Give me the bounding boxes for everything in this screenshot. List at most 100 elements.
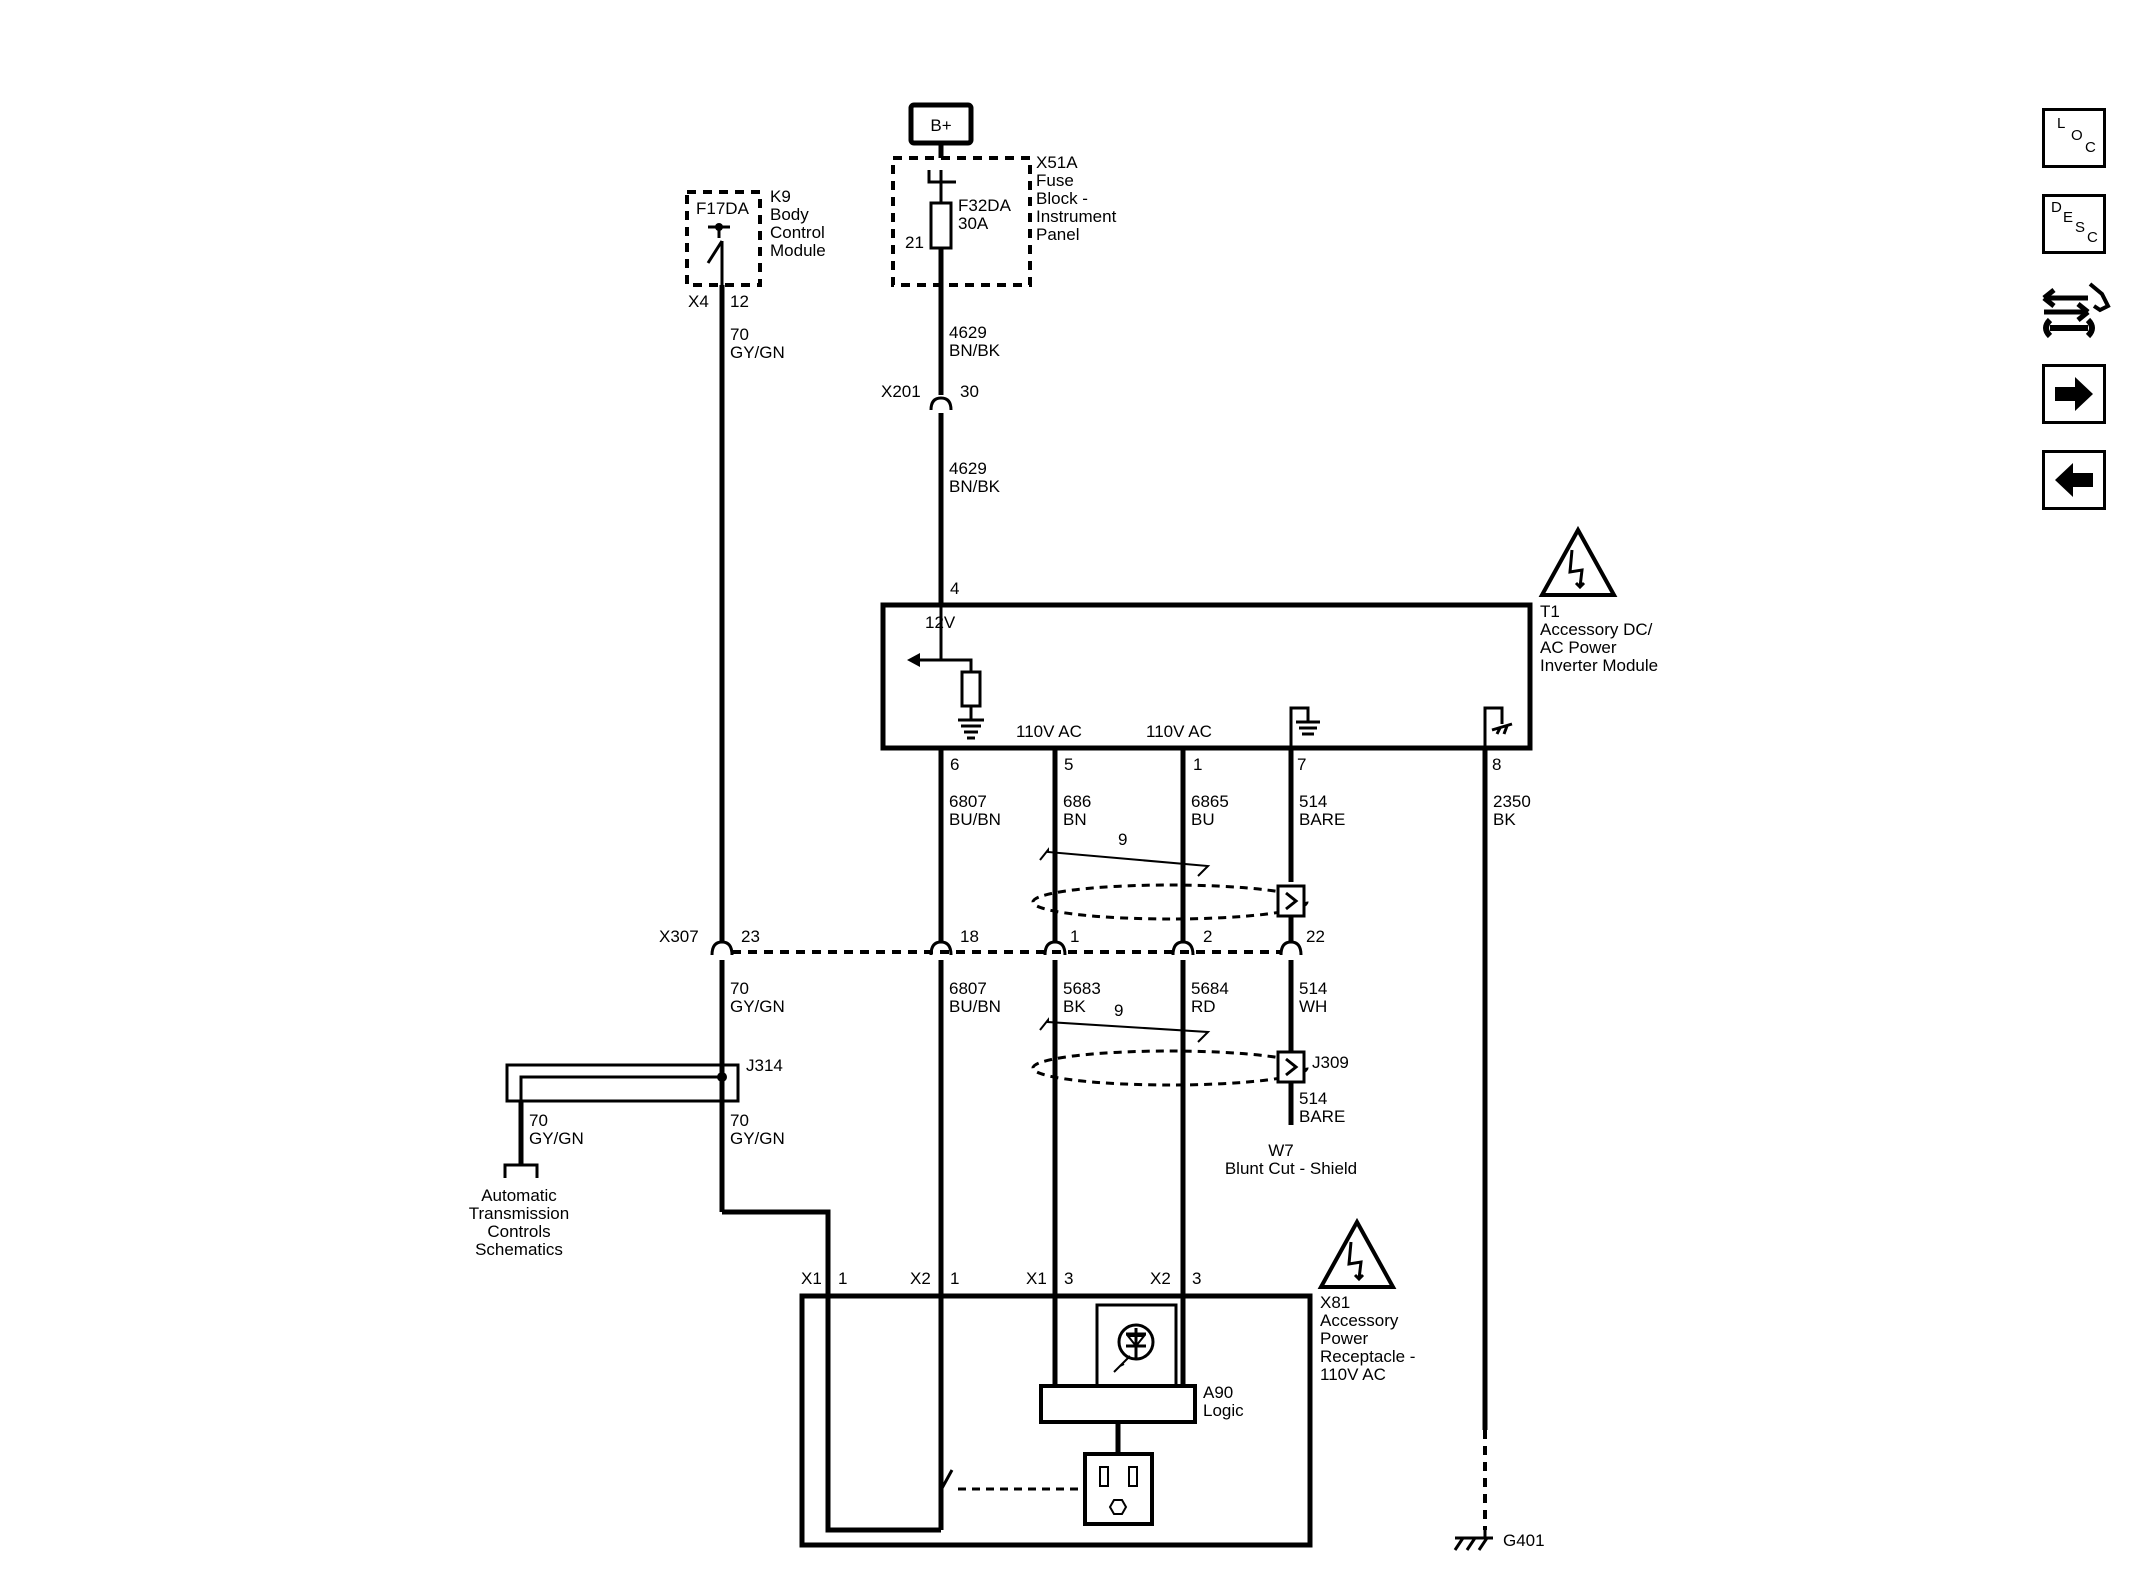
next-page-button[interactable] <box>2042 364 2106 424</box>
arrow-right-icon <box>2055 377 2093 411</box>
svg-text:Blunt Cut - Shield: Blunt Cut - Shield <box>1225 1159 1357 1178</box>
svg-text:1: 1 <box>1070 927 1079 946</box>
svg-text:9: 9 <box>1114 1001 1123 1020</box>
svg-text:J314: J314 <box>746 1056 783 1075</box>
svg-text:Body: Body <box>770 205 809 224</box>
svg-text:X4: X4 <box>688 292 709 311</box>
svg-text:BU: BU <box>1191 810 1215 829</box>
svg-text:30A: 30A <box>958 214 989 233</box>
svg-text:X2: X2 <box>910 1269 931 1288</box>
svg-text:8: 8 <box>1492 755 1501 774</box>
svg-text:X51A: X51A <box>1036 153 1078 172</box>
inverter-module-t1: 4 12V 110V AC 110V AC T1 Accessory DC/ A… <box>880 525 1658 751</box>
arrow-left-icon <box>2055 463 2093 497</box>
svg-text:X201: X201 <box>881 382 921 401</box>
svg-text:BK: BK <box>1063 997 1086 1016</box>
svg-text:X2: X2 <box>1150 1269 1171 1288</box>
diagnostic-button[interactable] <box>2038 276 2112 346</box>
svg-text:1: 1 <box>1193 755 1202 774</box>
svg-text:BK: BK <box>1493 810 1516 829</box>
twisted-pair-shield-upper: 9 <box>1031 830 1309 921</box>
svg-text:1: 1 <box>838 1269 847 1288</box>
atc-reference[interactable]: Automatic <box>481 1186 557 1205</box>
svg-text:110V AC: 110V AC <box>1320 1365 1386 1384</box>
svg-text:Panel: Panel <box>1036 225 1079 244</box>
location-button[interactable]: L O C <box>2042 108 2106 168</box>
svg-text:70: 70 <box>730 979 749 998</box>
connector-x307: X307 23 18 1 2 22 <box>659 927 1325 956</box>
svg-text:F17DA: F17DA <box>696 199 750 218</box>
svg-text:22: 22 <box>1306 927 1325 946</box>
svg-text:4629: 4629 <box>949 323 987 342</box>
svg-text:B+: B+ <box>930 116 951 135</box>
receptacle-x81: X1 1 X2 1 X1 3 X2 3 A90 Logic X81 Access… <box>799 1217 1415 1548</box>
high-voltage-warning-icon <box>1317 1217 1397 1289</box>
svg-text:G401: G401 <box>1503 1531 1545 1550</box>
svg-text:4: 4 <box>950 579 959 598</box>
svg-text:Inverter Module: Inverter Module <box>1540 656 1658 675</box>
body-control-module-k9: F17DA K9 Body Control Module X4 12 <box>685 187 826 311</box>
svg-text:X1: X1 <box>801 1269 822 1288</box>
diagnostic-icon <box>2042 282 2111 339</box>
svg-text:WH: WH <box>1299 997 1327 1016</box>
svg-text:9: 9 <box>1118 830 1127 849</box>
svg-text:RD: RD <box>1191 997 1216 1016</box>
svg-text:30: 30 <box>960 382 979 401</box>
svg-text:23: 23 <box>741 927 760 946</box>
svg-text:Instrument: Instrument <box>1036 207 1117 226</box>
svg-text:BN: BN <box>1063 810 1087 829</box>
splice-j314: J314 <box>505 1056 783 1103</box>
svg-text:70: 70 <box>730 1111 749 1130</box>
ground-g401: G401 <box>1453 1430 1545 1551</box>
svg-text:Accessory: Accessory <box>1320 1311 1399 1330</box>
svg-text:BU/BN: BU/BN <box>949 810 1001 829</box>
svg-text:GY/GN: GY/GN <box>529 1129 584 1148</box>
svg-text:2: 2 <box>1203 927 1212 946</box>
fuse-f32da <box>929 201 953 250</box>
previous-page-button[interactable] <box>2042 450 2106 510</box>
fuse-block-x51a: F32DA 30A 21 X51A Fuse Block - Instrumen… <box>891 153 1117 287</box>
svg-text:BARE: BARE <box>1299 1107 1345 1126</box>
svg-text:Transmission: Transmission <box>469 1204 569 1223</box>
svg-text:514: 514 <box>1299 1089 1327 1108</box>
svg-text:70: 70 <box>730 325 749 344</box>
svg-text:GY/GN: GY/GN <box>730 997 785 1016</box>
svg-text:X307: X307 <box>659 927 699 946</box>
svg-text:Accessory DC/: Accessory DC/ <box>1540 620 1653 639</box>
svg-text:21: 21 <box>905 233 924 252</box>
svg-text:4629: 4629 <box>949 459 987 478</box>
svg-text:110V AC: 110V AC <box>1146 722 1212 741</box>
svg-text:2350: 2350 <box>1493 792 1531 811</box>
svg-text:3: 3 <box>1064 1269 1073 1288</box>
svg-text:110V AC: 110V AC <box>1016 722 1082 741</box>
svg-text:514: 514 <box>1299 979 1327 998</box>
svg-text:686: 686 <box>1063 792 1091 811</box>
description-button[interactable]: D E S C <box>2042 194 2106 254</box>
svg-text:Controls: Controls <box>487 1222 550 1241</box>
svg-text:3: 3 <box>1192 1269 1201 1288</box>
svg-text:6865: 6865 <box>1191 792 1229 811</box>
svg-text:X1: X1 <box>1026 1269 1047 1288</box>
svg-text:BN/BK: BN/BK <box>949 341 1001 360</box>
svg-text:18: 18 <box>960 927 979 946</box>
svg-text:12: 12 <box>730 292 749 311</box>
svg-text:J309: J309 <box>1312 1053 1349 1072</box>
svg-text:BU/BN: BU/BN <box>949 997 1001 1016</box>
svg-text:Block -: Block - <box>1036 189 1088 208</box>
svg-text:6807: 6807 <box>949 979 987 998</box>
svg-text:GY/GN: GY/GN <box>730 343 785 362</box>
svg-text:Schematics: Schematics <box>475 1240 563 1259</box>
svg-text:5683: 5683 <box>1063 979 1101 998</box>
battery-supply: B+ <box>908 102 974 158</box>
svg-text:5684: 5684 <box>1191 979 1229 998</box>
svg-text:W7: W7 <box>1268 1141 1294 1160</box>
svg-text:514: 514 <box>1299 792 1327 811</box>
svg-text:1: 1 <box>950 1269 959 1288</box>
svg-text:7: 7 <box>1297 755 1306 774</box>
svg-text:F32DA: F32DA <box>958 196 1012 215</box>
svg-text:Fuse: Fuse <box>1036 171 1074 190</box>
svg-text:5: 5 <box>1064 755 1073 774</box>
svg-text:6: 6 <box>950 755 959 774</box>
svg-text:AC Power: AC Power <box>1540 638 1617 657</box>
